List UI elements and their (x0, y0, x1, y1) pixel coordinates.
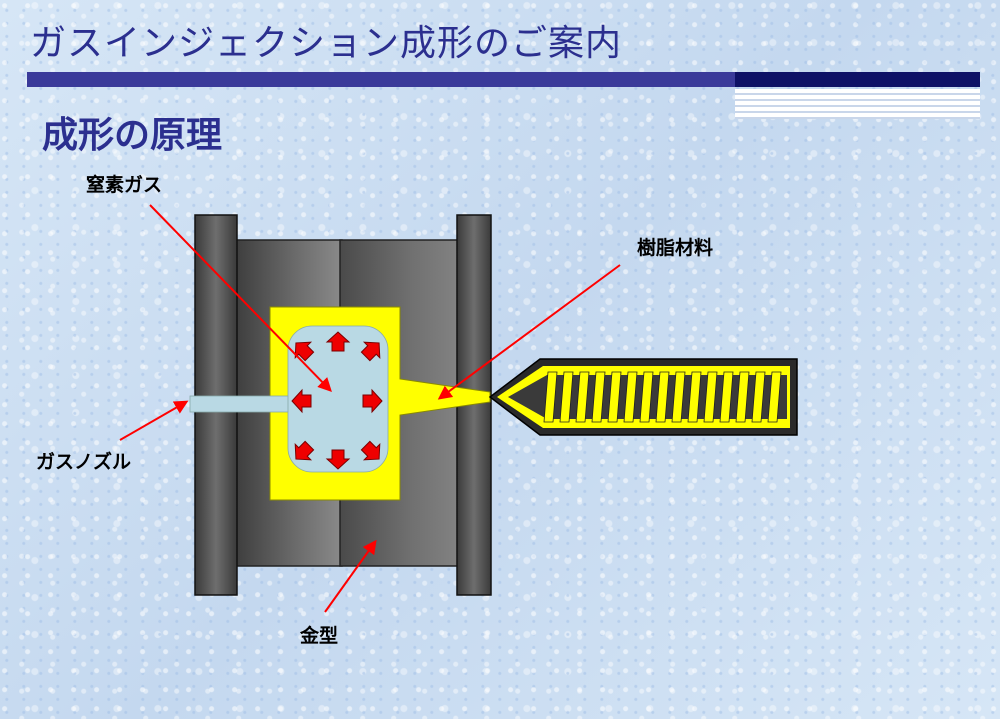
label-gas-nozzle: ガスノズル (36, 451, 132, 473)
title-underline-bar (27, 72, 735, 87)
screw-flight (607, 371, 622, 423)
pointer-gas-nozzle (119, 400, 189, 441)
injection-screw-icon (488, 358, 798, 436)
screw-flight (767, 371, 782, 423)
label-mold: 金型 (300, 625, 339, 647)
title-underline-bar-dark (735, 72, 980, 87)
label-resin-material: 樹脂材料 (637, 237, 714, 259)
gas-bubble (287, 325, 389, 473)
screw-flight (655, 371, 670, 423)
screw-flight (687, 371, 702, 423)
gas-nozzle-channel (189, 395, 291, 413)
screw-flight (751, 371, 766, 423)
pointer-nitrogen-gas (149, 204, 332, 393)
screw-flight (671, 371, 686, 423)
label-nitrogen-gas: 窒素ガス (86, 174, 163, 196)
screw-flight (575, 371, 590, 423)
section-heading: 成形の原理 (42, 115, 223, 156)
screw-flight (559, 371, 574, 423)
screw-flight (543, 371, 558, 423)
screw-flight (735, 371, 750, 423)
pointer-mold (324, 539, 377, 613)
screw-flight (639, 371, 654, 423)
screw-flight (591, 371, 606, 423)
screw-flight (719, 371, 734, 423)
slide-title: ガスインジェクション成形のご案内 (30, 23, 623, 64)
pointer-resin-material (437, 264, 621, 400)
screw-flight (623, 371, 638, 423)
screw-flight (703, 371, 718, 423)
decorative-stripes (735, 89, 980, 119)
